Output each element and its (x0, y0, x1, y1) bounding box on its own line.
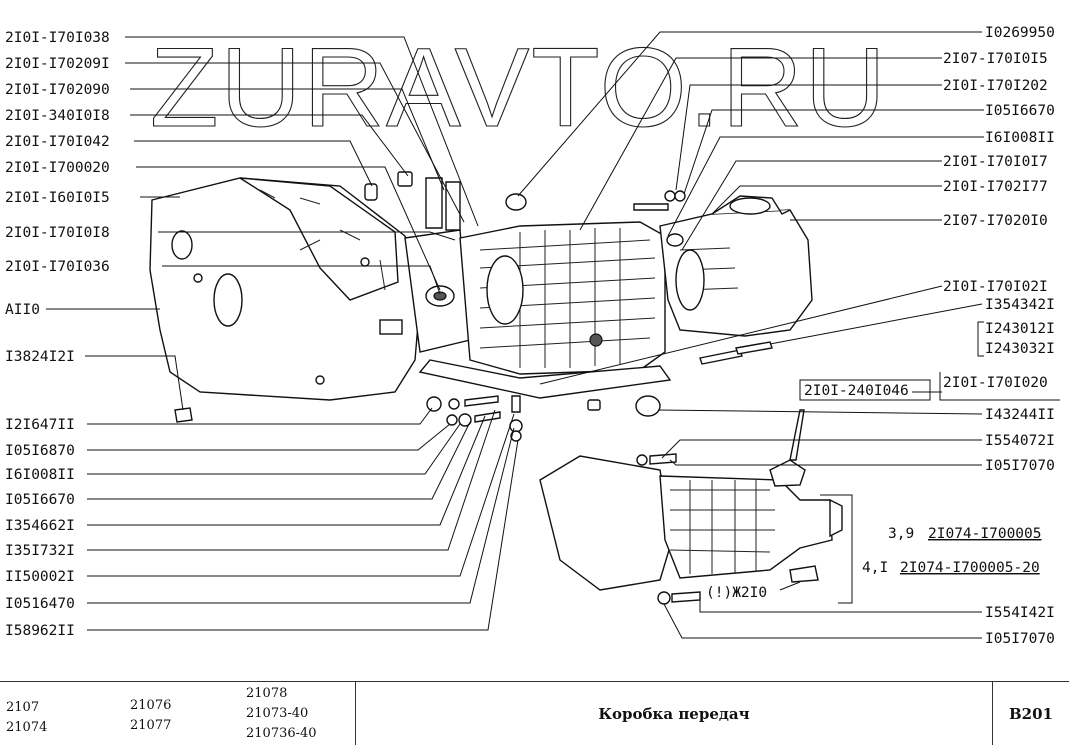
part-label: 2I0I-340I0I8 (5, 108, 110, 124)
sheet-code: B201 (1009, 704, 1053, 723)
part-label: 2I0I-I70I038 (5, 30, 110, 46)
part-label: 2I0I-I70I036 (5, 259, 110, 275)
part-label: 2I0I-I702I77 (943, 179, 1048, 195)
variant-ratio: 3,9 (888, 526, 914, 542)
part-label: I05I6670 (5, 492, 75, 508)
part-label: I05I7070 (985, 631, 1055, 647)
variant-ratio: 4,I (862, 560, 888, 576)
note-label: (!)Ж2I0 (706, 585, 767, 601)
part-label-center: 2I0I-240I046 (804, 383, 909, 399)
part-label: I6I008II (985, 130, 1055, 146)
model-code: 21073-40 (246, 706, 309, 721)
part-label: 2I0I-I702090 (5, 82, 110, 98)
part-label: 2I07-I7020I0 (943, 213, 1048, 229)
box-2101-2401046 (799, 379, 931, 401)
watermark: ZURAVTO.RU (150, 25, 888, 150)
part-label: AII0 (5, 302, 40, 318)
part-label: I354662I (5, 518, 75, 534)
model-code: 21078 (246, 686, 288, 701)
part-label: I58962II (5, 623, 75, 639)
labels-left: 2I0I-I70I038 2I0I-I70209I 2I0I-I702090 2… (5, 30, 110, 639)
model-code: 21074 (6, 720, 48, 735)
gearbox-case-drawing (418, 221, 672, 399)
part-label: I2I647II (5, 417, 75, 433)
part-label: 2I0I-I70I042 (5, 134, 110, 150)
part-label: 2I0I-I70I0I8 (5, 225, 110, 241)
pair-bracket (977, 321, 984, 357)
part-label: I0269950 (985, 25, 1055, 41)
part-label: I0516470 (5, 596, 75, 612)
part-label: I6I008II (5, 467, 75, 483)
part-label: I243032I (985, 341, 1055, 357)
part-label: I554I42I (985, 605, 1055, 621)
part-label: 2I0I-I70I0I7 (943, 154, 1048, 170)
sheet-title: Коробка передач (356, 682, 993, 745)
model-code: 210736-40 (246, 726, 317, 741)
part-label: 2I0I-I70209I (5, 56, 110, 72)
part-label: II50002I (5, 569, 75, 585)
variant-code: 2I074-I700005-20 (900, 560, 1040, 576)
variant-list: 3,9 2I074-I700005 4,I 2I074-I700005-20 (862, 526, 1042, 576)
part-label: I43244II (985, 407, 1055, 423)
small-parts-drawing (174, 171, 819, 605)
part-label: I554072I (985, 433, 1055, 449)
model-list: 2107 21074 21076 21077 21078 21073-40 21… (0, 682, 356, 745)
part-label: I3824I2I (5, 349, 75, 365)
labels-right: I0269950 2I07-I70I0I5 2I0I-I70I202 I05I6… (943, 25, 1055, 647)
assembled-gearbox-drawing (539, 409, 843, 591)
leader-lines-left (46, 36, 519, 631)
title-block: 2107 21074 21076 21077 21078 21073-40 21… (0, 681, 1069, 745)
part-label: 2I0I-I60I0I5 (5, 190, 110, 206)
variant-bracket (820, 494, 853, 604)
model-code: 21077 (130, 718, 172, 733)
variant-code: 2I074-I700005 (928, 526, 1042, 542)
model-code: 21076 (130, 698, 172, 713)
part-label: 2I0I-I700020 (5, 160, 110, 176)
part-label: I354342I (985, 297, 1055, 313)
part-label: 2I0I-I70I02I (943, 279, 1048, 295)
part-label: 2I0I-I70I202 (943, 78, 1048, 94)
box-2101-1701020 (939, 372, 1060, 401)
model-code: 2107 (6, 700, 40, 715)
part-label: 2I07-I70I0I5 (943, 51, 1048, 67)
part-label: 2I0I-I70I020 (943, 375, 1048, 391)
exploded-diagram: ZURAVTO.RU (5, 24, 1060, 647)
part-label: I05I6670 (985, 103, 1055, 119)
part-label: I05I6870 (5, 443, 75, 459)
part-label: I05I7070 (985, 458, 1055, 474)
part-label: I243012I (985, 321, 1055, 337)
extension-housing-drawing (659, 195, 813, 337)
part-label: I35I732I (5, 543, 75, 559)
leader-lines-right (517, 31, 984, 639)
clutch-housing-drawing (149, 177, 421, 401)
